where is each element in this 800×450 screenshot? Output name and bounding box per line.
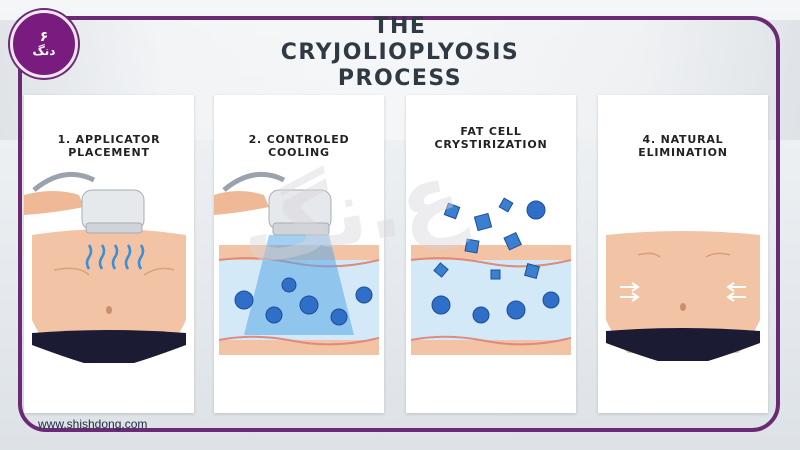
title-line-2: CRYJOLIOPLYOSIS — [280, 40, 520, 65]
controlled-cooling-illustration — [214, 171, 380, 355]
purple-frame — [18, 16, 780, 432]
fat-cells — [431, 200, 560, 324]
underwear — [32, 330, 186, 363]
step-2-title: 2. CONTROLED COOLING — [214, 133, 384, 159]
cable — [32, 171, 96, 192]
step-1-line-1: 1. APPLICATOR — [57, 133, 161, 146]
contour-arrows-icon — [620, 282, 746, 302]
infographic-title: THE CRYJOLIOPLYOSIS PROCESS — [230, 14, 570, 92]
logo-word: دنگ — [32, 44, 56, 58]
navel — [680, 303, 686, 311]
logo-number: ۶ — [39, 29, 49, 45]
step-2-line-2: COOLING — [268, 146, 330, 159]
step-4-line-2: ELIMINATION — [638, 146, 728, 159]
step-1-line-2: PLACEMENT — [68, 146, 150, 159]
torso-shape — [32, 229, 186, 353]
ice-crystals — [433, 197, 540, 280]
applicator-placement-illustration — [24, 171, 186, 363]
title-line-1: THE — [373, 14, 427, 39]
step-panel-4: 4. NATURAL ELIMINATION — [598, 95, 768, 413]
step-1-title: 1. APPLICATOR PLACEMENT — [24, 133, 194, 159]
step-3-title: FAT CELL CRYSTIRIZATION — [406, 125, 576, 151]
step-panel-1: 1. APPLICATOR PLACEMENT — [24, 95, 194, 413]
title-line-3: PROCESS — [337, 66, 463, 91]
cold-waves-icon — [85, 244, 145, 270]
natural-elimination-illustration — [606, 231, 760, 361]
step-3-line-1: FAT CELL — [460, 125, 522, 138]
fat-crystallization-illustration — [410, 197, 572, 355]
brand-logo-badge: ۶ دنگ — [10, 10, 78, 78]
website-url[interactable]: www.shishdong.com — [38, 417, 148, 431]
step-2-line-1: 2. CONTROLED — [248, 133, 350, 146]
fat-cells — [234, 277, 373, 326]
step-4-title: 4. NATURAL ELIMINATION — [598, 133, 768, 159]
step-3-line-2: CRYSTIRIZATION — [434, 138, 548, 151]
underwear — [606, 328, 760, 361]
arm — [24, 191, 84, 215]
step-panel-3: FAT CELL CRYSTIRIZATION — [406, 95, 576, 413]
step-panel-2: 2. CONTROLED COOLING — [214, 95, 384, 413]
step-4-line-1: 4. NATURAL — [642, 133, 724, 146]
navel — [106, 306, 112, 314]
